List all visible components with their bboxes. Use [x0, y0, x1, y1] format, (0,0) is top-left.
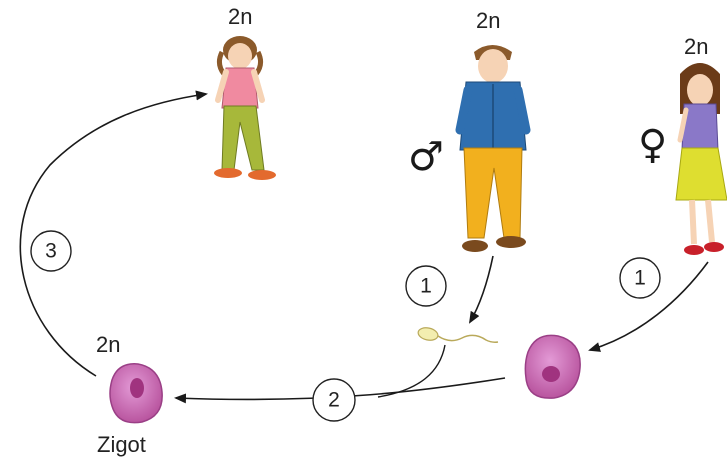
meiosis-female-arrow — [588, 261, 709, 352]
sperm-cell-icon — [417, 327, 499, 343]
step-circle-meiosis-female: 1 — [619, 257, 661, 299]
step-label-fertilization: 2 — [328, 389, 340, 412]
female-ploidy-label: 2n — [684, 34, 708, 59]
meiosis-male-arrow — [468, 255, 494, 324]
male-figure — [455, 45, 531, 252]
zygote-cell-icon — [109, 363, 163, 424]
step-circle-development: 3 — [30, 230, 72, 272]
development-arrow — [19, 90, 208, 377]
egg-cell-icon — [524, 334, 581, 399]
zygote-ploidy-label: 2n — [96, 332, 120, 357]
female-figure — [675, 63, 727, 255]
zygote-caption: Zigot — [97, 432, 146, 457]
step-label-meiosis-female: 1 — [634, 267, 646, 290]
step-circle-fertilization: 2 — [312, 378, 356, 422]
fertilization-arrow — [174, 377, 506, 404]
child-figure — [214, 36, 276, 180]
step-label-meiosis-male: 1 — [420, 275, 432, 298]
sperm-merge-line — [377, 344, 446, 398]
child-ploidy-label: 2n — [228, 4, 252, 29]
male-ploidy-label: 2n — [476, 8, 500, 33]
step-circle-meiosis-male: 1 — [405, 265, 447, 307]
female-symbol-icon: ♀ — [638, 122, 667, 168]
step-label-development: 3 — [45, 240, 57, 263]
male-symbol-icon: ♂ — [408, 134, 444, 180]
